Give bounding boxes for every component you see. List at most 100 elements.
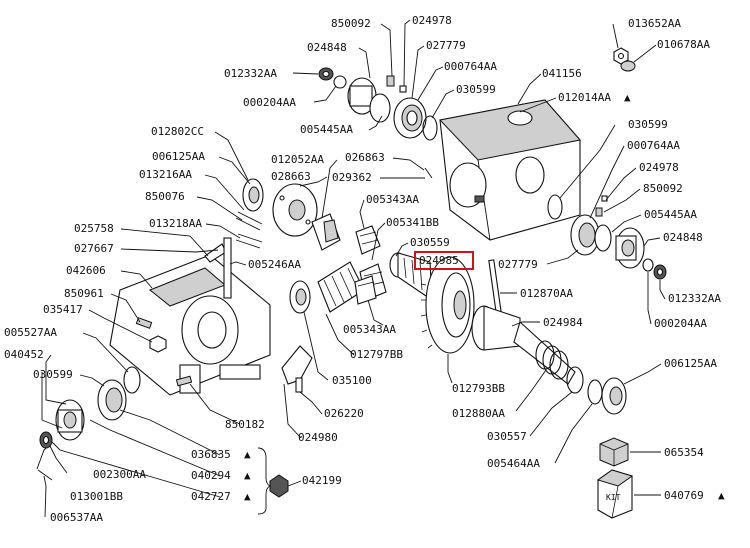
label-030599-top: 030599 bbox=[456, 83, 496, 96]
ring-030599-top bbox=[422, 115, 438, 141]
label-012793BB: 012793BB bbox=[452, 382, 505, 395]
washer-000204AA-top bbox=[333, 75, 347, 89]
label-030559: 030559 bbox=[410, 236, 450, 249]
label-005246AA: 005246AA bbox=[248, 258, 301, 271]
gear-005343AA-bottom bbox=[354, 275, 377, 305]
label-040769: 040769 bbox=[664, 489, 704, 502]
label-006125AA-left: 006125AA bbox=[152, 150, 205, 163]
seal-005445AA-right bbox=[594, 224, 612, 252]
nut-035417 bbox=[149, 335, 167, 353]
gear-005343AA-top bbox=[355, 225, 381, 255]
label-041156: 041156 bbox=[542, 67, 582, 80]
triangle-040294: ▲ bbox=[244, 469, 251, 482]
label-850076: 850076 bbox=[145, 190, 185, 203]
label-010678AA: 010678AA bbox=[657, 38, 710, 51]
pin-006537AA bbox=[37, 469, 53, 481]
label-005464AA: 005464AA bbox=[487, 457, 540, 470]
label-012014AA: 012014AA bbox=[558, 91, 611, 104]
label-005341BB: 005341BB bbox=[386, 216, 439, 229]
label-040452: 040452 bbox=[4, 348, 44, 361]
triangle-012014AA: ▲ bbox=[624, 91, 631, 104]
label-042606: 042606 bbox=[66, 264, 106, 277]
label-042727: 042727 bbox=[191, 490, 231, 503]
bolt-850092-top bbox=[386, 75, 395, 87]
label-024980: 024980 bbox=[298, 431, 338, 444]
triangle-040769: ▲ bbox=[718, 489, 725, 502]
flange-012802CC bbox=[272, 183, 318, 237]
kit-box-040769 bbox=[596, 469, 634, 519]
gear-035100 bbox=[289, 280, 311, 314]
flange-024848-right bbox=[615, 227, 645, 269]
label-024985: 024985 bbox=[419, 254, 459, 267]
label-002300AA: 002300AA bbox=[93, 468, 146, 481]
washer-000204AA-right bbox=[642, 258, 654, 272]
label-000764AA-right: 000764AA bbox=[627, 139, 680, 152]
bearing-012880AA bbox=[535, 340, 569, 380]
label-030599-right: 030599 bbox=[628, 118, 668, 131]
label-012332AA-right: 012332AA bbox=[668, 292, 721, 305]
screw-850961 bbox=[135, 317, 153, 329]
label-012332AA-top: 012332AA bbox=[224, 67, 277, 80]
highlight-box-024985 bbox=[414, 251, 474, 270]
label-013652AA: 013652AA bbox=[628, 17, 681, 30]
bracket-024980 bbox=[281, 345, 313, 393]
triangle-036835: ▲ bbox=[244, 448, 251, 461]
label-024978-top: 024978 bbox=[412, 14, 452, 27]
label-024848-right: 024848 bbox=[663, 231, 703, 244]
ring-030599-right bbox=[547, 194, 563, 220]
label-006125AA-right: 006125AA bbox=[664, 357, 717, 370]
label-040294: 040294 bbox=[191, 469, 231, 482]
ring-005464AA bbox=[587, 379, 603, 405]
label-000764AA-top: 000764AA bbox=[444, 60, 497, 73]
lever-025758 bbox=[204, 237, 232, 299]
label-028663: 028663 bbox=[271, 170, 311, 183]
label-013218AA: 013218AA bbox=[149, 217, 202, 230]
bearing-006125AA-left bbox=[242, 178, 264, 212]
seal-002300AA bbox=[39, 431, 53, 449]
label-005445AA-right: 005445AA bbox=[644, 208, 697, 221]
bearing-027779-right bbox=[570, 214, 600, 256]
seal-012332AA-top bbox=[318, 67, 334, 81]
ring-030557 bbox=[566, 366, 584, 394]
label-013001BB: 013001BB bbox=[70, 490, 123, 503]
label-024848-top: 024848 bbox=[307, 41, 347, 54]
label-012802CC: 012802CC bbox=[151, 125, 204, 138]
label-036835: 036835 bbox=[191, 448, 231, 461]
screw-850182 bbox=[175, 375, 193, 387]
label-005343AA-bottom: 005343AA bbox=[343, 323, 396, 336]
frame-042606 bbox=[109, 254, 271, 396]
label-035417: 035417 bbox=[43, 303, 83, 316]
seal-005445AA-top bbox=[369, 93, 391, 123]
housing-041156 bbox=[439, 99, 581, 241]
label-850092-right: 850092 bbox=[643, 182, 683, 195]
label-005445AA-top: 005445AA bbox=[300, 123, 353, 136]
label-027779-right: 027779 bbox=[498, 258, 538, 271]
label-005343AA-top: 005343AA bbox=[366, 193, 419, 206]
label-012880AA: 012880AA bbox=[452, 407, 505, 420]
seal-012332AA-right bbox=[653, 264, 667, 280]
gear-012052AA bbox=[311, 213, 341, 251]
label-850961: 850961 bbox=[64, 287, 104, 300]
part-box-065354 bbox=[599, 437, 629, 467]
label-035100: 035100 bbox=[332, 374, 372, 387]
bearing-006125AA-right bbox=[601, 377, 627, 415]
label-024978-right: 024978 bbox=[639, 161, 679, 174]
pinion-024985 bbox=[389, 252, 433, 302]
nut-013652AA bbox=[613, 47, 629, 65]
washer-024978-right bbox=[601, 195, 608, 202]
label-013216AA: 013216AA bbox=[139, 168, 192, 181]
pin-029362 bbox=[424, 167, 433, 179]
flange-040452 bbox=[55, 399, 85, 441]
part-labels: 850092 024978 024848 027779 012332AA 000… bbox=[4, 14, 725, 524]
label-025758: 025758 bbox=[74, 222, 114, 235]
label-012797BB: 012797BB bbox=[350, 348, 403, 361]
label-026863: 026863 bbox=[345, 151, 385, 164]
ring-005527AA bbox=[123, 366, 141, 394]
label-026220: 026220 bbox=[324, 407, 364, 420]
leader-lines bbox=[36, 19, 666, 518]
label-006537AA: 006537AA bbox=[50, 511, 103, 524]
cap-010678AA bbox=[620, 60, 636, 72]
bearing-000764AA-top bbox=[393, 97, 427, 139]
label-850182: 850182 bbox=[225, 418, 265, 431]
